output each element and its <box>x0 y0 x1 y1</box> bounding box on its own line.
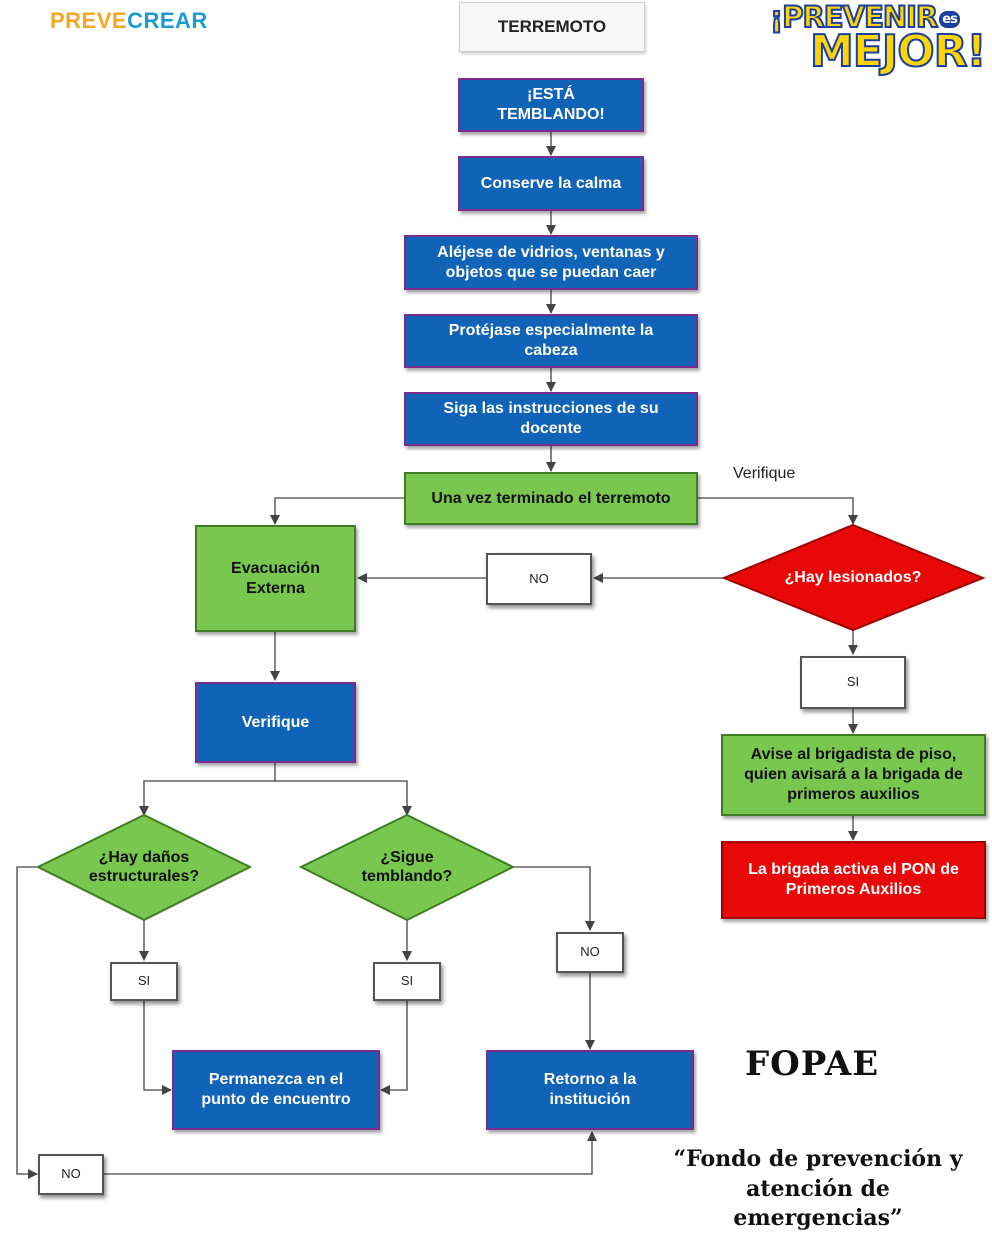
retorno-box: Retorno a la institución <box>486 1050 694 1130</box>
step-siga-instrucciones: Siga las instrucciones de su docente <box>404 392 698 446</box>
sigue-diamond <box>298 813 516 922</box>
fopae-title: FOPAE <box>745 1044 880 1084</box>
avise-brigadista: Avise al brigadista de piso, quien avisa… <box>721 734 986 816</box>
lesionados-label: ¿Hay lesionados? <box>784 569 922 587</box>
si-sigue-box: SI <box>373 962 441 1001</box>
no-danos-box: NO <box>38 1154 104 1195</box>
logo-es: es <box>939 10 960 28</box>
brand-prefix: PREVE <box>50 8 128 33</box>
brigada-pon: La brigada activa el PON de Primeros Aux… <box>721 841 986 919</box>
si-lesionados-box: SI <box>800 656 906 709</box>
step-protejase: Protéjase especialmente la cabeza <box>404 314 698 368</box>
no-lesionados-box: NO <box>486 553 592 605</box>
step-conserve-calma: Conserve la calma <box>458 156 644 211</box>
step-esta-temblando: ¡ESTÁ TEMBLANDO! <box>458 78 644 132</box>
logo-line1: ¡PREVENIR <box>769 0 939 35</box>
verifique-box: Verifique <box>195 682 356 763</box>
evacuacion-externa: Evacuación Externa <box>195 525 356 632</box>
danos-diamond <box>35 813 253 922</box>
step-terminado: Una vez terminado el terremoto <box>404 472 698 525</box>
prevecrear-brand: PREVECREAR <box>50 8 208 34</box>
permanezca-box: Permanezca en el punto de encuentro <box>172 1050 380 1130</box>
danos-label: ¿Hay daños estructurales? <box>88 848 200 885</box>
step-alejese: Aléjese de vidrios, ventanas y objetos q… <box>404 235 698 290</box>
fopae-quote: “Fondo de prevención y atención de emerg… <box>673 1146 963 1232</box>
page-title: TERREMOTO <box>459 2 645 52</box>
verifique-label: Verifique <box>733 465 796 482</box>
logo-line2: MEJOR! <box>809 26 988 77</box>
sigue-label: ¿Sigue temblando? <box>361 848 453 885</box>
no-sigue-box: NO <box>556 932 624 973</box>
si-danos-box: SI <box>110 962 178 1001</box>
lesionados-diamond <box>721 523 986 632</box>
brand-suffix: CREAR <box>127 8 208 33</box>
